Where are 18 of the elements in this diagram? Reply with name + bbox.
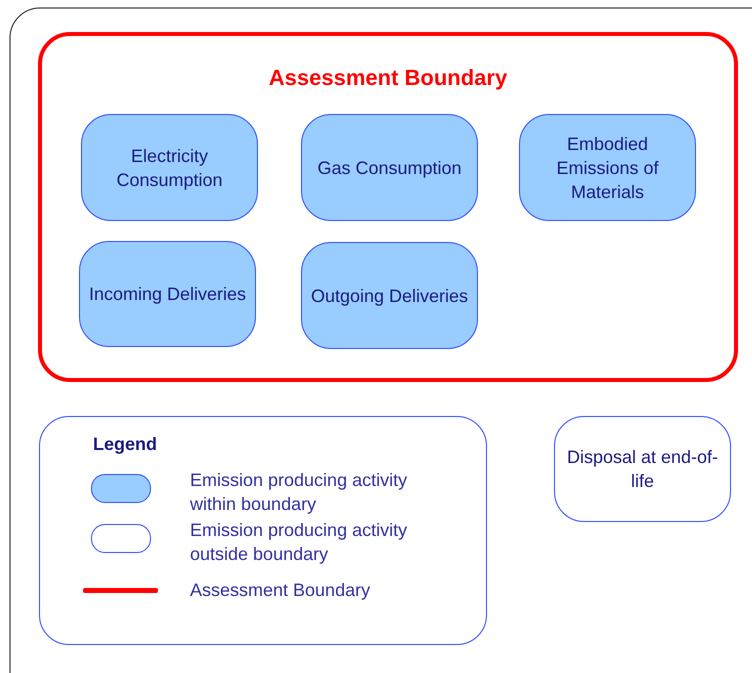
- legend-title: Legend: [93, 434, 158, 455]
- activity-box: [81, 114, 258, 221]
- legend-text: Assessment Boundary: [190, 579, 372, 602]
- activity-box: [301, 114, 478, 221]
- activity-label: Outgoing Deliveries: [310, 284, 470, 308]
- boundary-box: [38, 32, 738, 382]
- activity-label: Embodied Emissions of Materials: [555, 132, 660, 204]
- activity-box: [519, 114, 696, 221]
- legend-text: Emission producing activity outside boundary: [190, 519, 408, 566]
- activity-label: Electricity Consumption: [115, 144, 224, 192]
- activity-label: Disposal at end-of-life: [566, 446, 720, 493]
- legend-text: Emission producing activity within boundary: [190, 469, 408, 516]
- boundary-title: Assessment Boundary: [268, 66, 508, 90]
- activity-box: [554, 416, 731, 522]
- activity-label: Incoming Deliveries: [88, 283, 248, 306]
- activity-box: [79, 241, 256, 347]
- activity-box: [301, 242, 478, 349]
- activity-label: Gas Consumption: [316, 156, 463, 180]
